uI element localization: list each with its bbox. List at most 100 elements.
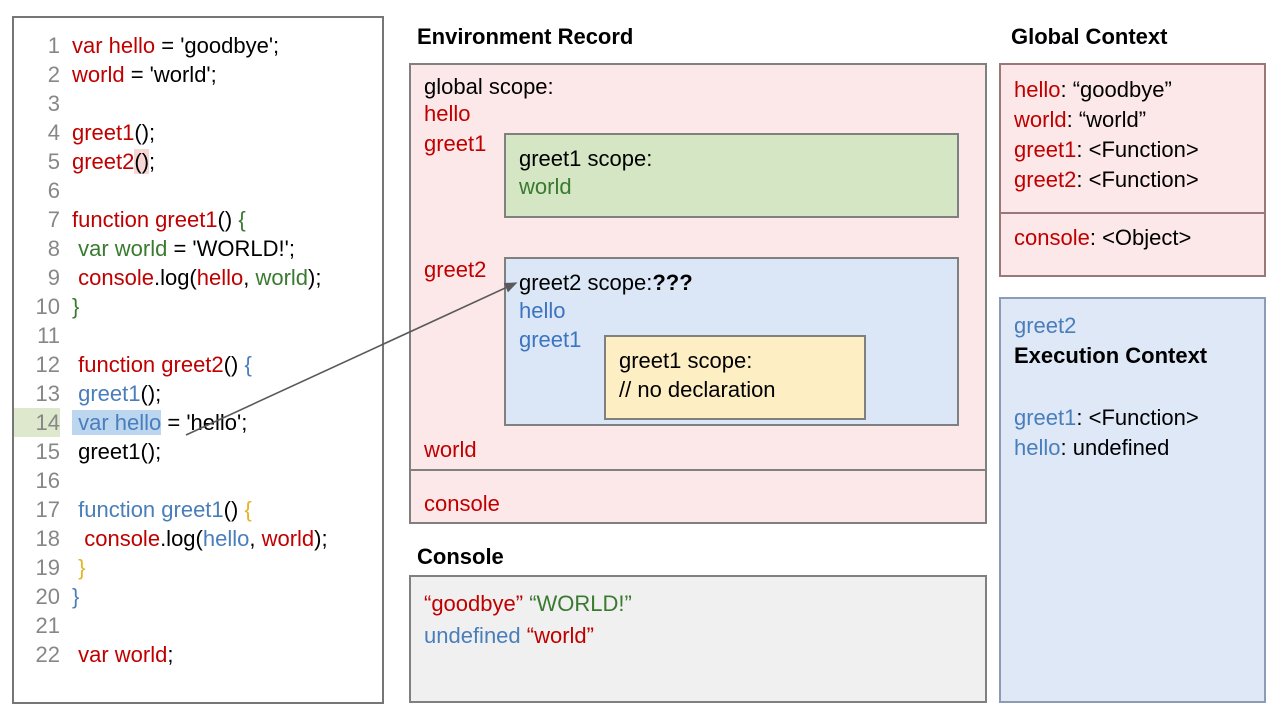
code-token: .log( <box>153 265 197 290</box>
code-token: } <box>72 294 80 319</box>
code-token: (); <box>140 381 162 406</box>
greet1-scope-box: greet1 scope: world <box>504 133 959 218</box>
code-line-number: 15 <box>35 439 60 464</box>
console-output-line: undefined “world” <box>424 623 594 649</box>
code-line-text[interactable]: console.log(hello, world); <box>60 524 327 553</box>
code-line[interactable]: 6 <box>14 176 382 205</box>
global-binding-console: console: <Object> <box>1014 225 1192 250</box>
ec-binding-hello-name: hello <box>1014 435 1061 460</box>
code-token: function greet2 <box>72 352 224 377</box>
code-token: 'goodbye'; <box>180 33 280 58</box>
code-line-number: 13 <box>35 381 60 406</box>
global-binding-console-value: <Object> <box>1102 225 1192 250</box>
ec-binding-greet1-value: <Function> <box>1088 405 1199 430</box>
code-line-text[interactable]: greet1(); <box>60 118 155 147</box>
code-line-text[interactable]: function greet1() { <box>60 205 246 234</box>
code-token: world <box>255 265 309 290</box>
code-line[interactable]: 19 } <box>14 553 382 582</box>
code-line-text[interactable]: var world; <box>60 640 173 669</box>
greet2-scope-box: greet2 scope:??? hello greet1 greet1 sco… <box>504 257 959 426</box>
console-title: Console <box>417 544 504 569</box>
ec-binding-greet1-name: greet1 <box>1014 405 1077 430</box>
global-binding-world: world: “world” <box>1014 107 1147 132</box>
code-line-number: 10 <box>35 294 60 319</box>
code-line-number: 18 <box>35 526 60 551</box>
code-line-number: 14 <box>14 408 60 437</box>
greet2-scope-heading-text: greet2 scope: <box>519 270 653 295</box>
code-line-text[interactable]: } <box>60 292 79 321</box>
code-line[interactable]: 17 function greet1() { <box>14 495 382 524</box>
code-line[interactable]: 10} <box>14 292 382 321</box>
code-line-number: 17 <box>35 497 60 522</box>
nested-greet1-scope-box: greet1 scope: // no declaration <box>604 335 866 420</box>
code-line-text[interactable]: } <box>60 553 85 582</box>
global-binding-world-value: “world” <box>1078 107 1147 132</box>
env-binding-greet1: greet1 <box>424 131 487 156</box>
code-line[interactable]: 13 greet1(); <box>14 379 382 408</box>
greet2-scope-binding-hello: hello <box>519 298 566 323</box>
code-line-text[interactable]: world = 'world'; <box>60 60 217 89</box>
code-line[interactable]: 18 console.log(hello, world); <box>14 524 382 553</box>
code-line-text[interactable]: function greet2() { <box>60 350 252 379</box>
code-line[interactable]: 11 <box>14 321 382 350</box>
code-line-number: 7 <box>47 207 60 232</box>
code-line[interactable]: 14 var hello = 'hello'; <box>14 408 382 437</box>
code-line-number: 11 <box>37 323 60 348</box>
code-token: ; <box>149 149 156 174</box>
env-binding-greet2: greet2 <box>424 257 487 282</box>
code-line[interactable]: 3 <box>14 89 382 118</box>
execution-context-heading: Execution Context <box>1014 343 1208 368</box>
global-binding-greet2: greet2: <Function> <box>1014 167 1199 192</box>
greet2-scope-heading: greet2 scope:??? <box>519 270 693 296</box>
global-binding-hello-value: “goodbye” <box>1072 77 1172 102</box>
code-line[interactable]: 20} <box>14 582 382 611</box>
code-token: () <box>134 149 150 174</box>
code-token: .log( <box>160 526 203 551</box>
code-line-text[interactable]: greet2(); <box>60 147 155 176</box>
code-line[interactable]: 15 greet1(); <box>14 437 382 466</box>
code-token: “goodbye” <box>424 591 530 616</box>
code-token: , <box>243 265 256 290</box>
code-line[interactable]: 9 console.log(hello, world); <box>14 263 382 292</box>
code-token: “WORLD!” <box>529 591 632 616</box>
global-binding-greet1-name: greet1 <box>1014 137 1077 162</box>
code-token: greet1 <box>72 120 135 145</box>
code-line-number: 4 <box>47 120 60 145</box>
execution-context-scope-name: greet2 <box>1014 313 1077 338</box>
code-line-number: 21 <box>35 613 60 638</box>
code-line[interactable]: 12 function greet2() { <box>14 350 382 379</box>
code-line[interactable]: 16 <box>14 466 382 495</box>
code-token: var world <box>72 236 168 261</box>
code-line-number: 19 <box>35 555 60 580</box>
ec-binding-greet1: greet1: <Function> <box>1014 405 1199 430</box>
code-line-text[interactable]: var hello = 'hello'; <box>60 408 247 437</box>
code-token: ); <box>308 265 322 290</box>
code-line-text[interactable]: } <box>60 582 79 611</box>
code-line-text[interactable]: greet1(); <box>60 379 161 408</box>
code-token: () <box>217 207 239 232</box>
global-binding-greet1-value: <Function> <box>1088 137 1199 162</box>
code-line-text[interactable]: function greet1() { <box>60 495 252 524</box>
code-token: var hello <box>72 33 156 58</box>
code-token: greet1 <box>72 381 141 406</box>
code-line[interactable]: 8 var world = 'WORLD!'; <box>14 234 382 263</box>
code-token: ; <box>167 642 174 667</box>
code-line-text[interactable]: console.log(hello, world); <box>60 263 322 292</box>
code-token: world <box>72 62 125 87</box>
global-context-divider <box>1001 212 1264 214</box>
code-line[interactable]: 22 var world; <box>14 640 382 669</box>
code-line[interactable]: 21 <box>14 611 382 640</box>
code-token: world <box>261 526 315 551</box>
code-line-text[interactable]: var world = 'WORLD!'; <box>60 234 295 263</box>
code-line-text[interactable]: var hello = 'goodbye'; <box>60 31 279 60</box>
env-binding-world: world <box>424 437 477 462</box>
code-line-text[interactable]: greet1(); <box>60 437 161 466</box>
global-scope-label: global scope: <box>424 74 554 99</box>
code-token: { <box>238 207 246 232</box>
